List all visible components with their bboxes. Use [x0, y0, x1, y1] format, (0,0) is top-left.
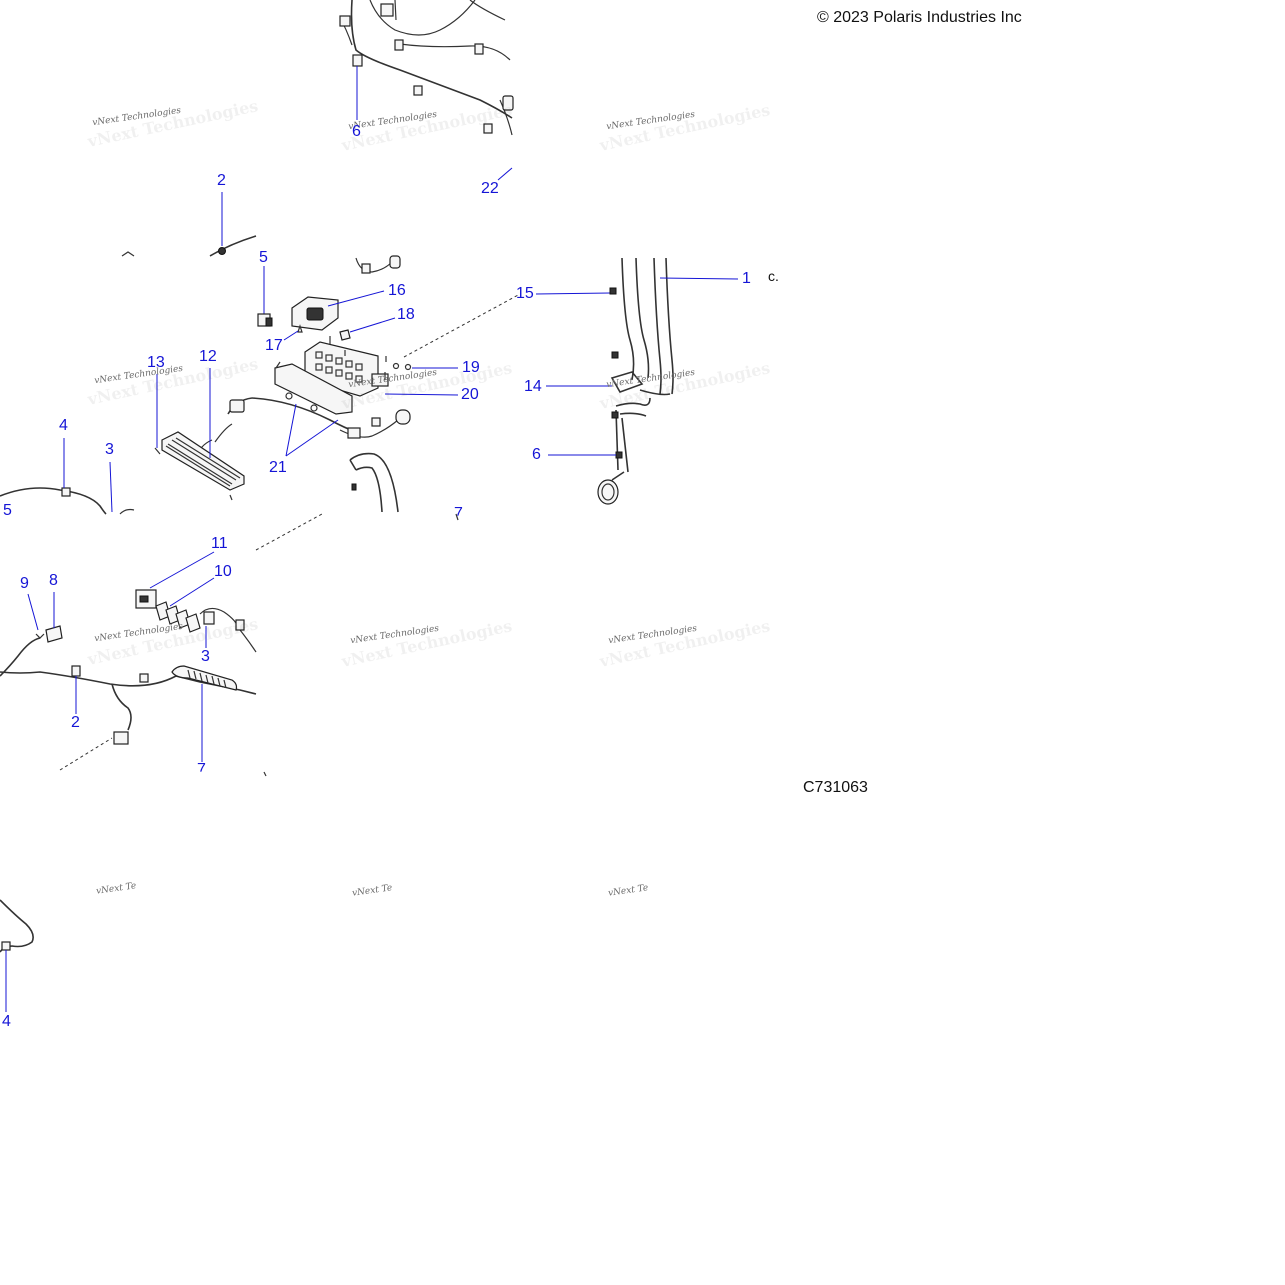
callout-5[interactable]: 5: [259, 249, 268, 266]
copyright-text: © 2023 Polaris Industries Inc: [817, 9, 1022, 26]
callout-2[interactable]: 2: [217, 172, 226, 189]
lower-left-section: [0, 513, 459, 777]
callout-4[interactable]: 4: [59, 417, 68, 434]
callout-17[interactable]: 17: [265, 337, 283, 354]
callout-19[interactable]: 19: [462, 359, 480, 376]
center-assembly: [0, 255, 611, 515]
callout-14[interactable]: 14: [524, 378, 542, 395]
callout-3[interactable]: 3: [201, 648, 210, 665]
callout-13[interactable]: 13: [147, 354, 165, 371]
callout-4[interactable]: 4: [2, 1013, 11, 1030]
upper-left-fragment: [121, 192, 257, 257]
callout-22[interactable]: 22: [481, 180, 499, 197]
callout-16[interactable]: 16: [388, 282, 406, 299]
callout-10[interactable]: 10: [214, 563, 232, 580]
callout-7[interactable]: 7: [197, 761, 206, 778]
diagram-id: C731063: [803, 779, 868, 796]
right-harness-section: [546, 257, 739, 505]
callout-20[interactable]: 20: [461, 386, 479, 403]
callout-3[interactable]: 3: [105, 441, 114, 458]
callout-1[interactable]: 1: [742, 270, 751, 287]
callout-9[interactable]: 9: [20, 575, 29, 592]
callout-12[interactable]: 12: [199, 348, 217, 365]
callout-2[interactable]: 2: [71, 714, 80, 731]
callout-5[interactable]: 5: [3, 502, 12, 519]
callout-18[interactable]: 18: [397, 306, 415, 323]
callout-15[interactable]: 15: [516, 285, 534, 302]
callout-6[interactable]: 6: [532, 446, 541, 463]
bottom-left-fragment: [0, 899, 34, 1012]
top-harness-section: [339, 0, 514, 181]
callout-21[interactable]: 21: [269, 459, 287, 476]
callout-8[interactable]: 8: [49, 572, 58, 589]
callout-6[interactable]: 6: [352, 123, 361, 140]
callout-7-cut[interactable]: 7: [454, 505, 463, 522]
callout-11[interactable]: 11: [211, 535, 228, 552]
copyright-fragment: c.: [768, 268, 779, 284]
